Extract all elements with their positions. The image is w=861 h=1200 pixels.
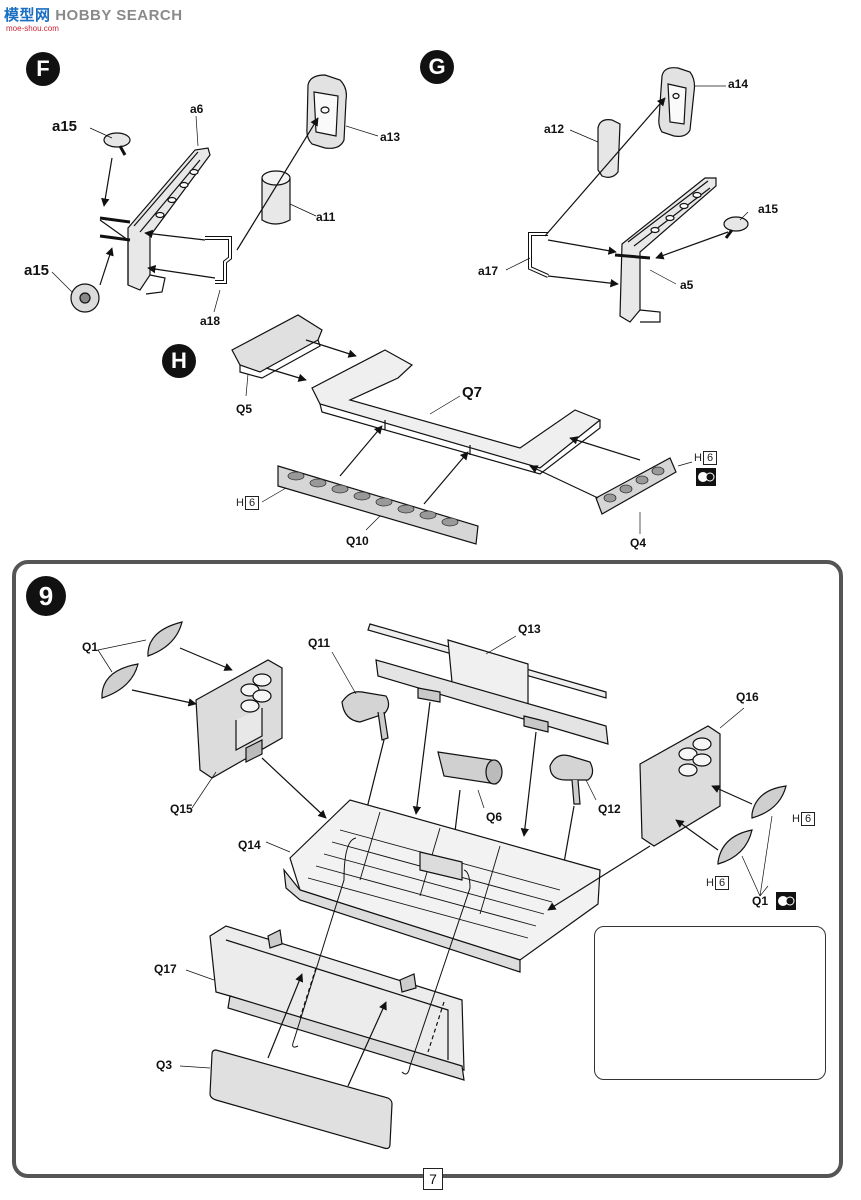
label-g-a12: a12 [544, 122, 565, 136]
page-number: 7 [423, 1168, 443, 1190]
label-9-q3: Q3 [156, 1058, 173, 1072]
label-9-q15: Q15 [170, 802, 193, 816]
step-g-marker: G [420, 50, 454, 84]
paint-code-prefix: H [236, 497, 244, 509]
label-f-a6: a6 [190, 102, 204, 116]
label-f-a15-bottom: a15 [24, 262, 50, 279]
label-f-a13: a13 [380, 130, 401, 144]
label-h-q7: Q7 [462, 384, 483, 401]
label-h-q4: Q4 [630, 536, 647, 550]
label-9-q14: Q14 [238, 838, 261, 852]
step-f-drawing [51, 74, 379, 313]
label-9-q11: Q11 [308, 636, 331, 650]
label-h-q5: Q5 [236, 402, 253, 416]
label-g-a17: a17 [478, 264, 499, 278]
step-h-marker: H [162, 344, 196, 378]
paint-code-number: 6 [714, 876, 730, 890]
label-9-q17: Q17 [154, 962, 177, 976]
paint-code-number: 6 [244, 496, 260, 510]
label-9-q6: Q6 [486, 810, 503, 824]
paint-code-prefix: H [694, 452, 702, 464]
paint-code-number: 6 [702, 451, 718, 465]
label-9-q1-left: Q1 [82, 640, 99, 654]
watermark: 模型网 HOBBY SEARCH [4, 4, 183, 25]
step-f-marker: F [26, 52, 60, 86]
label-9-q1-right: Q1 [752, 894, 769, 908]
step-h-drawing [231, 314, 693, 545]
paint-code-prefix: H [792, 813, 800, 825]
label-9-q16: Q16 [736, 690, 759, 704]
label-9-q13: Q13 [518, 622, 541, 636]
label-g-a15: a15 [758, 202, 779, 216]
step-g-drawing [505, 67, 749, 323]
label-h-q10: Q10 [346, 534, 369, 548]
watermark-logo: 模型网 [4, 7, 51, 24]
label-f-a18: a18 [200, 314, 221, 328]
step-9-frame [12, 560, 843, 1178]
watermark-url: moe-shou.com [6, 24, 59, 33]
label-9-q12: Q12 [598, 802, 621, 816]
inset-detail-box [594, 926, 826, 1080]
watermark-brand: HOBBY SEARCH [55, 7, 183, 24]
label-g-a14: a14 [728, 77, 749, 91]
label-f-a11: a11 [316, 210, 336, 224]
label-f-a15-top: a15 [52, 118, 78, 135]
step-9-drawing [97, 621, 805, 1150]
paint-code-prefix: H [706, 877, 714, 889]
label-g-a5: a5 [680, 278, 694, 292]
paint-code-number: 6 [800, 812, 816, 826]
step-9-marker: 9 [26, 576, 66, 616]
